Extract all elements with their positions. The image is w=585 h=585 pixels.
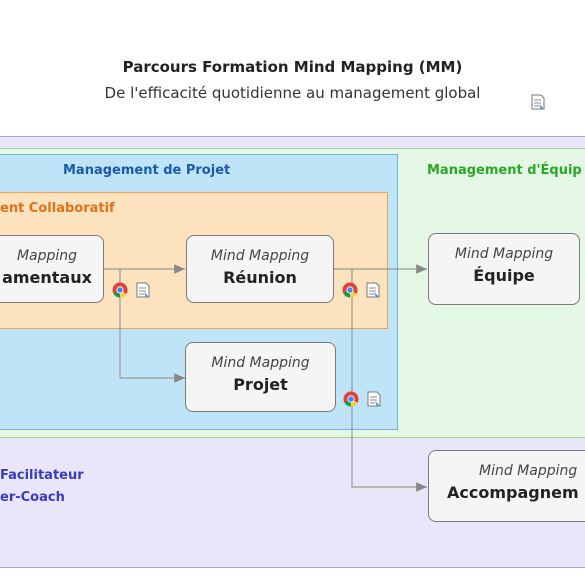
diagram-subtitle: De l'efficacité quotidienne au managemen…: [104, 84, 481, 102]
node-reunion[interactable]: Mind Mapping Réunion: [186, 235, 334, 303]
node-reunion-kicker: Mind Mapping: [210, 248, 310, 264]
zone-label-facilitateur-2: er-Coach: [0, 490, 65, 505]
node-accompagnement-kicker: Mind Mapping: [479, 463, 578, 479]
connector-fondamentaux-projet: [119, 269, 185, 383]
note-icon[interactable]: [367, 391, 381, 407]
node-fondamentaux-kicker: Mapping: [16, 248, 78, 264]
chrome-icon[interactable]: [112, 282, 128, 298]
node-projet-kicker: Mind Mapping: [211, 355, 310, 371]
node-equipe-title: Équipe: [473, 266, 535, 285]
node-reunion-title: Réunion: [223, 268, 297, 287]
node-fondamentaux[interactable]: Mapping amentaux: [0, 235, 104, 303]
chrome-icon[interactable]: [342, 282, 358, 298]
node-projet-title: Projet: [233, 375, 288, 394]
node-equipe-kicker: Mind Mapping: [454, 246, 554, 262]
note-icon[interactable]: [531, 94, 545, 110]
node-accompagnement-title: Accompagnem: [447, 483, 579, 502]
node-accompagnement[interactable]: Mind Mapping Accompagnem: [428, 450, 585, 522]
note-icon[interactable]: [366, 282, 380, 298]
node-fondamentaux-title: amentaux: [2, 268, 92, 287]
zone-label-equipe: Management d'Équip: [427, 163, 582, 178]
diagram-title: Parcours Formation Mind Mapping (MM): [122, 58, 463, 76]
note-icon[interactable]: [136, 282, 150, 298]
node-projet[interactable]: Mind Mapping Projet: [185, 342, 336, 412]
connector-reunion-accompagnement: [351, 269, 427, 492]
chrome-icon[interactable]: [343, 391, 359, 407]
zone-label-facilitateur-1: Facilitateur: [0, 468, 84, 483]
zone-label-projet: Management de Projet: [63, 163, 231, 178]
node-equipe[interactable]: Mind Mapping Équipe: [428, 233, 580, 305]
zone-label-collaboratif: ent Collaboratif: [0, 201, 115, 216]
